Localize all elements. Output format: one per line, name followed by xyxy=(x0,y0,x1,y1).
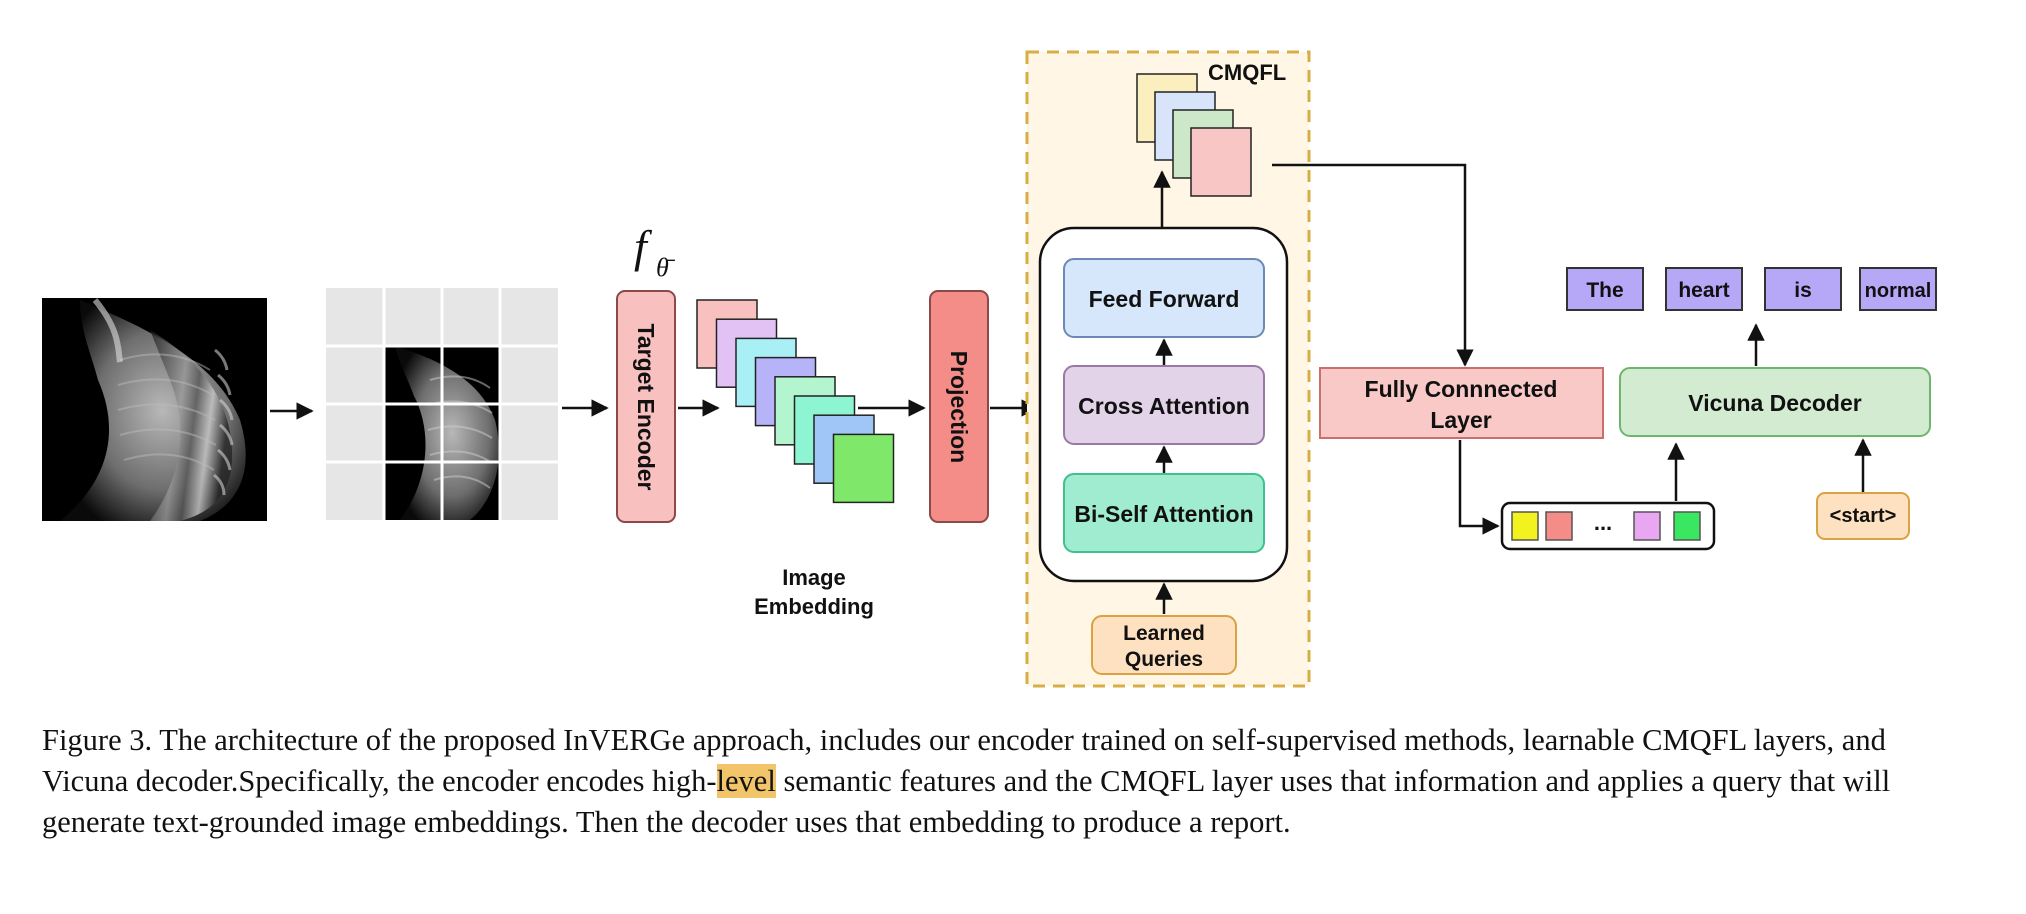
cmqfl-region: CMQFL Feed Forward Cross Attention Bi-Se… xyxy=(1025,50,1311,688)
bi-self-attention-label: Bi-Self Attention xyxy=(1074,501,1253,527)
vicuna-decoder-block: Vicuna Decoder xyxy=(1619,367,1931,437)
caption-highlight: level xyxy=(716,764,776,798)
fully-connected-layer: Fully Connnected Layer xyxy=(1319,367,1604,439)
start-token: <start> xyxy=(1816,492,1910,540)
svg-text:Queries: Queries xyxy=(1125,648,1203,671)
svg-text:Image: Image xyxy=(782,565,846,590)
feed-forward-layer xyxy=(1063,258,1265,338)
svg-text:θ̄: θ̄ xyxy=(656,253,676,282)
svg-text:Learned: Learned xyxy=(1123,622,1205,645)
output-word: The xyxy=(1586,279,1623,302)
svg-text:Embedding: Embedding xyxy=(754,594,874,619)
masked-patch-grid xyxy=(326,288,558,520)
image-embedding-stack xyxy=(696,299,895,504)
architecture-diagram: f θ̄ Target Encoder Image Embedding Proj… xyxy=(42,50,1937,688)
projection-label: Projection xyxy=(946,351,972,463)
image-embedding-label: Image Embedding xyxy=(754,565,874,619)
svg-text:Fully Connnected: Fully Connnected xyxy=(1365,376,1558,402)
visual-token-sequence: ... xyxy=(1500,501,1716,551)
caption-text-start: Figure 3. The architecture of the propos… xyxy=(42,723,1886,798)
svg-text:<start>: <start> xyxy=(1830,505,1897,527)
cross-attention-label: Cross Attention xyxy=(1078,393,1250,419)
chest-xray-image xyxy=(42,298,267,521)
output-words: The heart is normal xyxy=(1566,267,1937,311)
output-word: heart xyxy=(1678,279,1729,302)
learned-queries-block xyxy=(1091,615,1237,675)
svg-text:...: ... xyxy=(1594,510,1612,535)
cmqfl-output-square xyxy=(1190,127,1252,197)
cmqfl-label: CMQFL xyxy=(1208,60,1286,85)
encoder-function-symbol: f θ̄ xyxy=(634,221,676,282)
output-word: is xyxy=(1794,279,1812,302)
figure-caption: Figure 3. The architecture of the propos… xyxy=(42,720,1952,843)
feed-forward-label: Feed Forward xyxy=(1089,286,1240,312)
svg-text:Layer: Layer xyxy=(1430,407,1491,433)
output-word: normal xyxy=(1865,280,1932,302)
bi-self-attention-layer xyxy=(1063,473,1265,553)
target-encoder-block: Target Encoder xyxy=(616,290,676,523)
embedding-square xyxy=(832,433,895,504)
caption-text-end: semantic features and the CMQFL layer us… xyxy=(42,764,1891,839)
arrow-to-fully-connected xyxy=(1272,163,1474,367)
cmqfl-output-stack xyxy=(1136,73,1252,197)
target-encoder-label: Target Encoder xyxy=(633,324,659,491)
svg-text:Vicuna Decoder: Vicuna Decoder xyxy=(1688,390,1861,416)
arrow-to-token-sequence xyxy=(1458,440,1500,535)
projection-block: Projection xyxy=(929,290,989,523)
cross-attention-layer xyxy=(1063,365,1265,445)
svg-text:f: f xyxy=(634,221,653,272)
